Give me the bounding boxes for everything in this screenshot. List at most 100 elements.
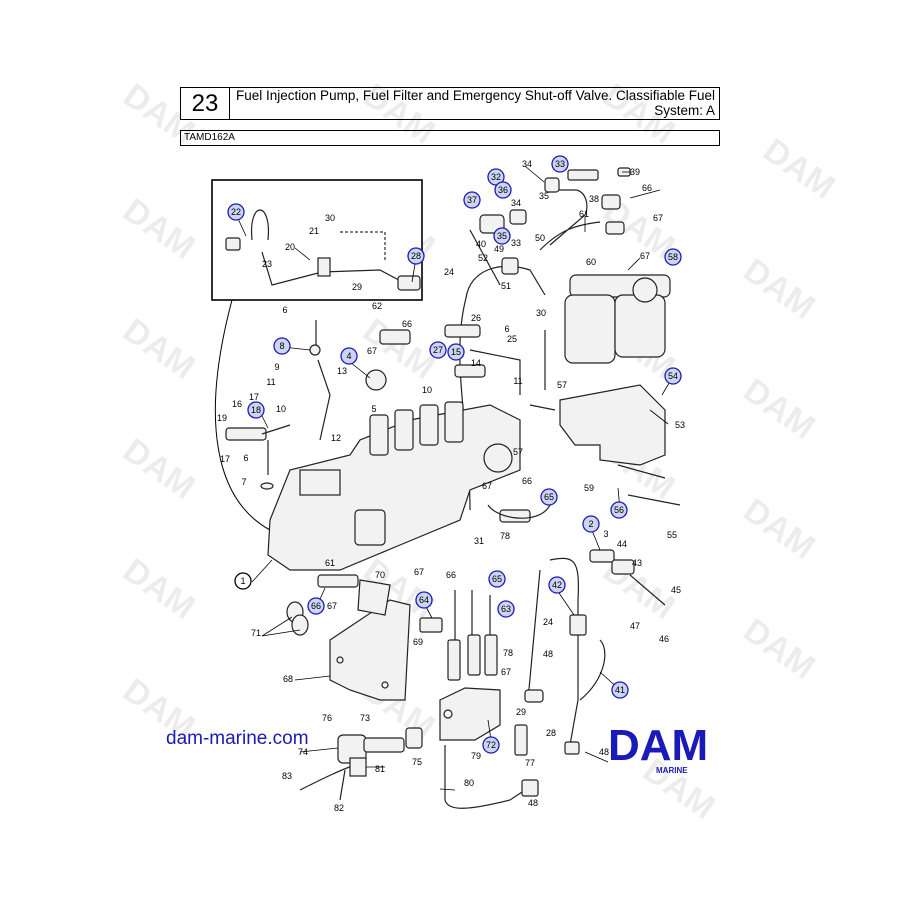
inset-clamp [317, 257, 331, 277]
washer-7 [260, 482, 274, 490]
nut-34-b [509, 209, 527, 225]
fitting-51 [501, 257, 519, 275]
fitting-67 [605, 221, 625, 235]
fuel-pipe-24 [465, 265, 546, 299]
callout-number: 8 [279, 341, 284, 351]
callout-number: 32 [491, 172, 501, 182]
part-label-6: 6 [504, 324, 509, 334]
fuel-filter-left [564, 294, 616, 364]
part-label-61: 61 [579, 209, 589, 219]
part-label-16: 16 [232, 399, 242, 409]
bracket-57 [469, 349, 521, 395]
valve-cap-75 [405, 727, 423, 749]
part-label-13: 13 [337, 366, 347, 376]
part-label-24: 24 [444, 267, 454, 277]
bracket-70 [357, 579, 391, 616]
inset-callout-line [214, 299, 271, 531]
part-label-43: 43 [632, 558, 642, 568]
valve-block-72 [439, 687, 501, 741]
fitting-26 [444, 324, 481, 338]
fitting-62 [379, 329, 411, 345]
part-label-61: 61 [325, 558, 335, 568]
callout-circle-65: 65 [540, 488, 558, 506]
bolt-45 [629, 574, 666, 606]
callout-number: 41 [615, 685, 625, 695]
part-label-52: 52 [478, 253, 488, 263]
fuel-injection-pump [267, 401, 521, 571]
part-label-66: 66 [402, 319, 412, 329]
website-label: dam-marine.com [166, 728, 309, 749]
part-label-57: 57 [557, 380, 567, 390]
part-label-67: 67 [414, 567, 424, 577]
callout-circle-64: 64 [415, 591, 433, 609]
part-label-49: 49 [494, 244, 504, 254]
bolt-77 [514, 724, 528, 756]
part-label-6: 6 [243, 453, 248, 463]
part-label-66: 66 [642, 183, 652, 193]
part-label-76: 76 [322, 713, 332, 723]
callout-circle-58: 58 [664, 248, 682, 266]
part-label-29: 29 [352, 282, 362, 292]
part-label-70: 70 [375, 570, 385, 580]
pump-housing [267, 404, 521, 571]
part-label-66: 66 [522, 476, 532, 486]
callout-circle-1: 1 [234, 572, 252, 590]
callout-number: 22 [231, 207, 241, 217]
pipe-52 [469, 229, 501, 286]
part-label-55: 55 [667, 530, 677, 540]
inset-banjo-loop [250, 209, 270, 241]
fitting-78 [499, 509, 531, 523]
callout-circle-54: 54 [664, 367, 682, 385]
callout-circle-41: 41 [611, 681, 629, 699]
part-label-33: 33 [511, 238, 521, 248]
hose-42 [549, 557, 579, 640]
part-label-23: 23 [262, 259, 272, 269]
bracket-11 [317, 359, 331, 441]
dam-logo-sub: MARINE [656, 766, 688, 775]
part-label-67: 67 [367, 346, 377, 356]
diagram-header: 23 Fuel Injection Pump, Fuel Filter and … [180, 87, 720, 120]
part-label-50: 50 [535, 233, 545, 243]
valve-spring-73 [363, 737, 405, 753]
dam-logo: DAM [608, 722, 708, 766]
callout-circle-15: 15 [447, 343, 465, 361]
callout-circle-8: 8 [273, 337, 291, 355]
callout-number: 72 [486, 740, 496, 750]
fitting-48-bottom [521, 779, 539, 797]
callout-number: 4 [346, 351, 351, 361]
callout-number: 66 [311, 601, 321, 611]
hose-80 [444, 745, 526, 809]
callout-number: 54 [668, 371, 678, 381]
callout-number: 28 [411, 251, 421, 261]
part-label-29: 29 [516, 707, 526, 717]
inset-nut [397, 275, 421, 291]
connector-81 [349, 757, 367, 777]
part-label-6: 6 [282, 305, 287, 315]
pipe-10 [261, 424, 291, 435]
fitting-61-lower [317, 574, 359, 588]
callout-circle-66: 66 [307, 597, 325, 615]
inset-banjo-bolt [225, 237, 241, 251]
fitting-48-lower [564, 741, 580, 755]
part-label-67: 67 [482, 481, 492, 491]
part-label-78: 78 [500, 531, 510, 541]
callout-circle-4: 4 [340, 347, 358, 365]
bolt-55 [627, 494, 681, 506]
part-label-59: 59 [584, 483, 594, 493]
part-label-78: 78 [503, 648, 513, 658]
pump-element-1 [369, 414, 389, 456]
part-label-67: 67 [327, 601, 337, 611]
pump-element-2 [394, 409, 414, 451]
pump-governor-cover [483, 443, 513, 473]
part-label-60: 60 [586, 257, 596, 267]
part-label-7: 7 [241, 477, 246, 487]
fitting-3 [589, 549, 615, 563]
part-label-34: 34 [511, 198, 521, 208]
engine-model: TAMD162A [180, 130, 720, 146]
callout-circle-33: 33 [551, 155, 569, 173]
fuel-filter-right [614, 294, 666, 358]
part-label-51: 51 [501, 281, 511, 291]
part-label-39: 39 [630, 167, 640, 177]
